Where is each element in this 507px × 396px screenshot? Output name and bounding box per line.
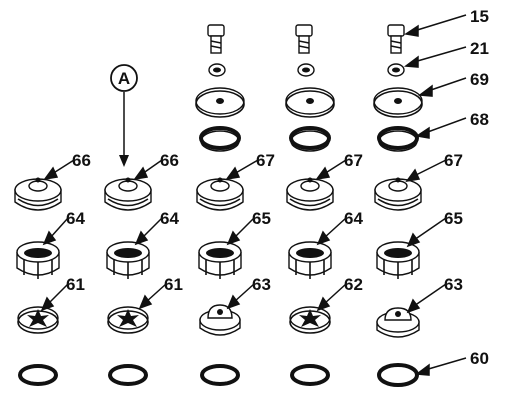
valve-star-3 (289, 306, 331, 334)
valve-star-1 (17, 306, 59, 334)
bolt-1 (207, 24, 225, 54)
nut-3 (387, 63, 405, 77)
cap-1 (14, 177, 62, 211)
callout-a-text: A (118, 69, 130, 88)
ring-60-5 (377, 363, 419, 387)
label-row2-col1: 64 (66, 209, 85, 228)
leader-lines (40, 14, 467, 376)
label-row2-col3: 65 (252, 209, 271, 228)
cage-2 (106, 241, 150, 279)
label-row2-col5: 65 (444, 209, 463, 228)
valve-star-2 (107, 306, 149, 334)
ring-60-4 (290, 364, 330, 386)
ring-60-2 (108, 364, 148, 386)
washer-3 (373, 87, 423, 118)
callout-a: A (110, 64, 138, 167)
label-row1-col4: 67 (344, 151, 363, 170)
part-labels: 15 21 69 68 66 66 67 67 67 64 64 65 64 6… (66, 7, 489, 368)
label-row1-col1: 66 (72, 151, 91, 170)
label-row3-col3: 63 (252, 275, 271, 294)
label-21: 21 (470, 39, 489, 58)
label-row1-col2: 66 (160, 151, 179, 170)
ring-60-1 (18, 364, 58, 386)
ring-68-2 (289, 126, 331, 152)
label-row3-col5: 63 (444, 275, 463, 294)
cap-4 (286, 177, 334, 211)
washer-1 (195, 87, 245, 118)
label-row3-col4: 62 (344, 275, 363, 294)
cage-4 (288, 241, 332, 279)
label-row3-col1: 61 (66, 275, 85, 294)
label-row1-col3: 67 (256, 151, 275, 170)
cap-3 (196, 177, 244, 211)
label-60: 60 (470, 349, 489, 368)
cap-2 (104, 177, 152, 211)
nut-2 (297, 63, 315, 77)
bolt-3 (387, 24, 405, 54)
nut-1 (208, 63, 226, 77)
washer-2 (285, 87, 335, 118)
ring-68-3 (377, 126, 419, 152)
cage-1 (16, 241, 60, 279)
label-row1-col5: 67 (444, 151, 463, 170)
cage-5 (376, 241, 420, 279)
label-68: 68 (470, 110, 489, 129)
ring-60-3 (200, 364, 240, 386)
label-row2-col4: 64 (344, 209, 363, 228)
label-row3-col2: 61 (164, 275, 183, 294)
ring-68-1 (199, 126, 241, 152)
bolt-2 (295, 24, 313, 54)
cap-5 (374, 177, 422, 211)
valve-dome-1 (199, 304, 241, 336)
label-row2-col2: 64 (160, 209, 179, 228)
cage-3 (198, 241, 242, 279)
valve-dome-2 (376, 307, 420, 338)
label-69: 69 (470, 70, 489, 89)
label-15: 15 (470, 7, 489, 26)
